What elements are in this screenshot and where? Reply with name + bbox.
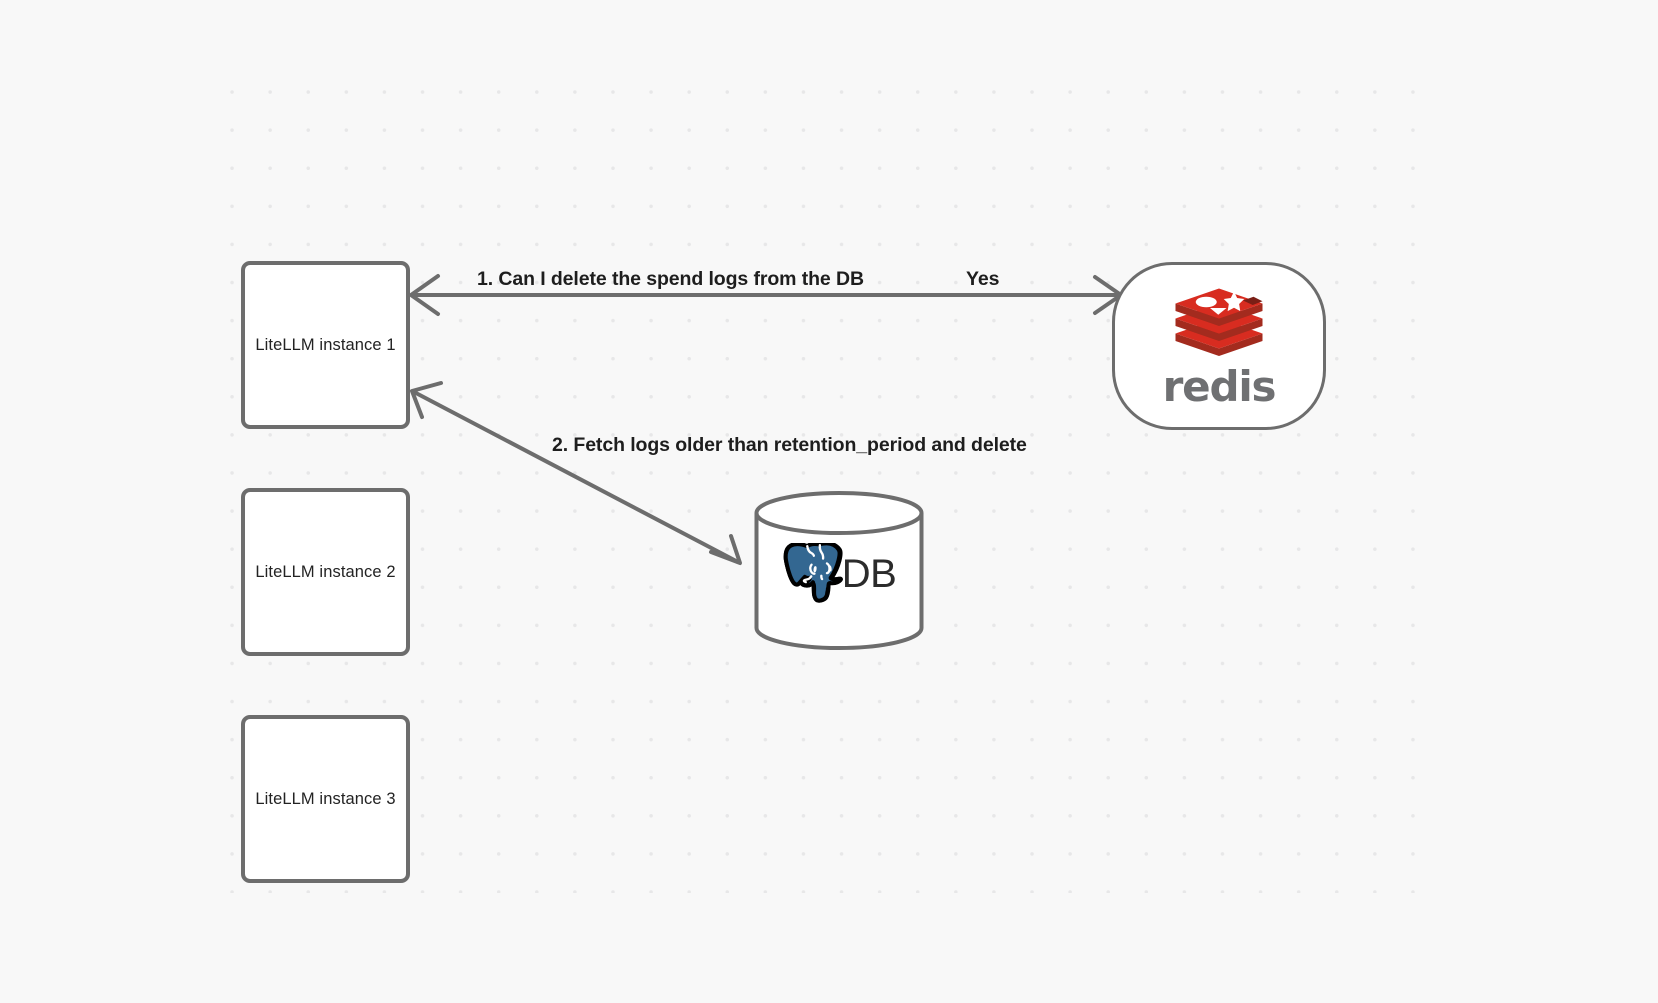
db-label: DB xyxy=(841,551,897,596)
node-label: LiteLLM instance 3 xyxy=(255,789,396,808)
edge-llm1-to-db[interactable] xyxy=(410,381,742,565)
db-content: DB xyxy=(753,542,925,605)
edge-label-1: 1. Can I delete the spend logs from the … xyxy=(477,268,864,290)
node-redis[interactable]: redis xyxy=(1112,262,1326,430)
node-database[interactable]: DB xyxy=(753,490,925,651)
edge-label-2: 2. Fetch logs older than retention_perio… xyxy=(552,434,1027,456)
node-label: LiteLLM instance 2 xyxy=(255,562,396,581)
node-label: LiteLLM instance 1 xyxy=(255,335,396,354)
arrowhead-upleft-icon xyxy=(410,381,443,419)
arrowhead-left-icon xyxy=(409,274,440,316)
node-litellm-instance-2[interactable]: LiteLLM instance 2 xyxy=(241,488,410,656)
arrowhead-downright-icon xyxy=(709,534,742,565)
redis-wordmark: redis xyxy=(1162,362,1277,411)
node-litellm-instance-3[interactable]: LiteLLM instance 3 xyxy=(241,715,410,883)
postgresql-elephant-icon xyxy=(783,542,843,603)
redis-logo-icon xyxy=(1175,288,1263,356)
edge-label-1-response: Yes xyxy=(966,268,1000,290)
node-litellm-instance-1[interactable]: LiteLLM instance 1 xyxy=(241,261,410,429)
